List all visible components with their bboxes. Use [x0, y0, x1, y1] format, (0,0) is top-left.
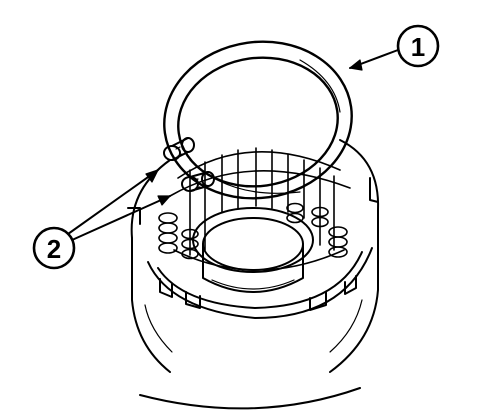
callout-1-label: 1	[411, 32, 425, 62]
snap-ring	[163, 40, 353, 200]
roller-pin-lower	[181, 171, 215, 192]
callout-2-leader-upper	[67, 169, 159, 235]
callout-2: 2	[32, 169, 171, 270]
roller-pin-upper	[163, 137, 195, 161]
callout-1-circle	[396, 24, 440, 68]
callout-2-arrowhead-upper	[145, 169, 159, 183]
inner-hub	[192, 207, 314, 293]
callout-1-arrowhead	[349, 59, 363, 71]
spring-stack-right	[286, 202, 348, 258]
callout-2-circle	[32, 226, 76, 270]
callout-2-leader-lower	[71, 195, 171, 241]
callout-1: 1	[349, 24, 440, 71]
callout-2-arrowhead-lower	[157, 195, 171, 206]
outer-drum	[127, 139, 380, 410]
callout-2-label: 2	[47, 234, 61, 264]
